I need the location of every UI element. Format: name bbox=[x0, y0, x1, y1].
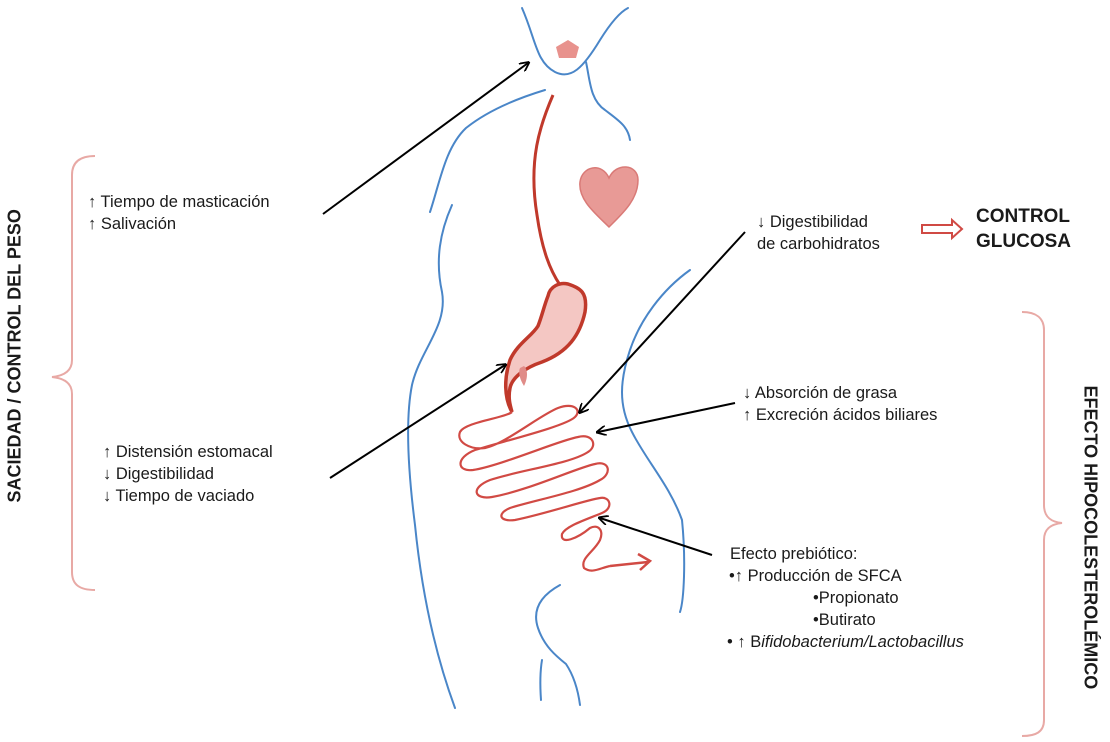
fat-absorption-text: ↓ Absorción de grasa bbox=[743, 382, 937, 404]
arrow-to-colon bbox=[600, 518, 712, 555]
fat-effects-label: ↓ Absorción de grasa ↑ Excreción ácidos … bbox=[743, 382, 937, 426]
emptying-time-text: ↓ Tiempo de vaciado bbox=[103, 485, 273, 507]
neck-left-line bbox=[522, 8, 628, 74]
intestine-exit-arrow-icon bbox=[610, 554, 650, 570]
propionate-text: •Propionato bbox=[813, 587, 964, 609]
chewing-effects-label: ↑ Tiempo de masticación ↑ Salivación bbox=[88, 191, 270, 235]
throat-pentagon-icon bbox=[556, 40, 579, 58]
stomach-shading bbox=[519, 366, 527, 386]
arrow-to-small-intestine bbox=[580, 232, 745, 412]
chewing-time-text: ↑ Tiempo de masticación bbox=[88, 191, 270, 213]
glucose-arrow-icon bbox=[922, 220, 962, 238]
prebiotic-title: Efecto prebiótico: bbox=[730, 543, 964, 565]
prebiotic-effect-label: Efecto prebiótico: •↑ Producción de SFCA… bbox=[730, 543, 964, 653]
bile-excretion-text: ↑ Excreción ácidos biliares bbox=[743, 404, 937, 426]
hip-line bbox=[536, 585, 580, 705]
stomach-distension-text: ↑ Distensión estomacal bbox=[103, 441, 273, 463]
digestibility-text: ↓ Digestibilidad bbox=[103, 463, 273, 485]
glucose-control-line1: CONTROL bbox=[976, 204, 1071, 229]
carb-digestibility-label: ↓ Digestibilidad de carbohidratos bbox=[757, 211, 880, 255]
stomach-effects-label: ↑ Distensión estomacal ↓ Digestibilidad … bbox=[103, 441, 273, 507]
salivation-text: ↑ Salivación bbox=[88, 213, 270, 235]
arrow-fat-to-intestine bbox=[598, 403, 735, 432]
hypocholesterolemic-effect-label: EFECTO HIPOCOLESTEROLÉMICO bbox=[1080, 386, 1101, 646]
carb-digestibility-line2: de carbohidratos bbox=[757, 233, 880, 255]
stomach-shape bbox=[506, 284, 586, 413]
shoulder-line bbox=[430, 90, 545, 212]
heart-icon bbox=[580, 167, 638, 227]
torso-right-line bbox=[622, 270, 690, 612]
inner-leg-line bbox=[540, 660, 542, 700]
bacteria-text: • ↑ Bifidobacterium/Lactobacillus bbox=[727, 631, 964, 653]
glucose-control-line2: GLUCOSA bbox=[976, 229, 1071, 254]
satiety-weight-control-label: SACIEDAD / CONTROL DEL PESO bbox=[5, 243, 26, 503]
right-brace bbox=[1022, 312, 1062, 736]
intestine-coils bbox=[459, 406, 610, 571]
sfca-production-text: •↑ Producción de SFCA bbox=[729, 565, 964, 587]
glucose-control-label: CONTROL GLUCOSA bbox=[976, 204, 1071, 254]
esophagus-line bbox=[534, 95, 560, 285]
carb-digestibility-line1: ↓ Digestibilidad bbox=[757, 211, 880, 233]
torso-left-line bbox=[408, 205, 455, 708]
butyrate-text: •Butirato bbox=[813, 609, 964, 631]
neck-right-line bbox=[586, 62, 630, 140]
arrow-to-mouth bbox=[323, 63, 528, 214]
